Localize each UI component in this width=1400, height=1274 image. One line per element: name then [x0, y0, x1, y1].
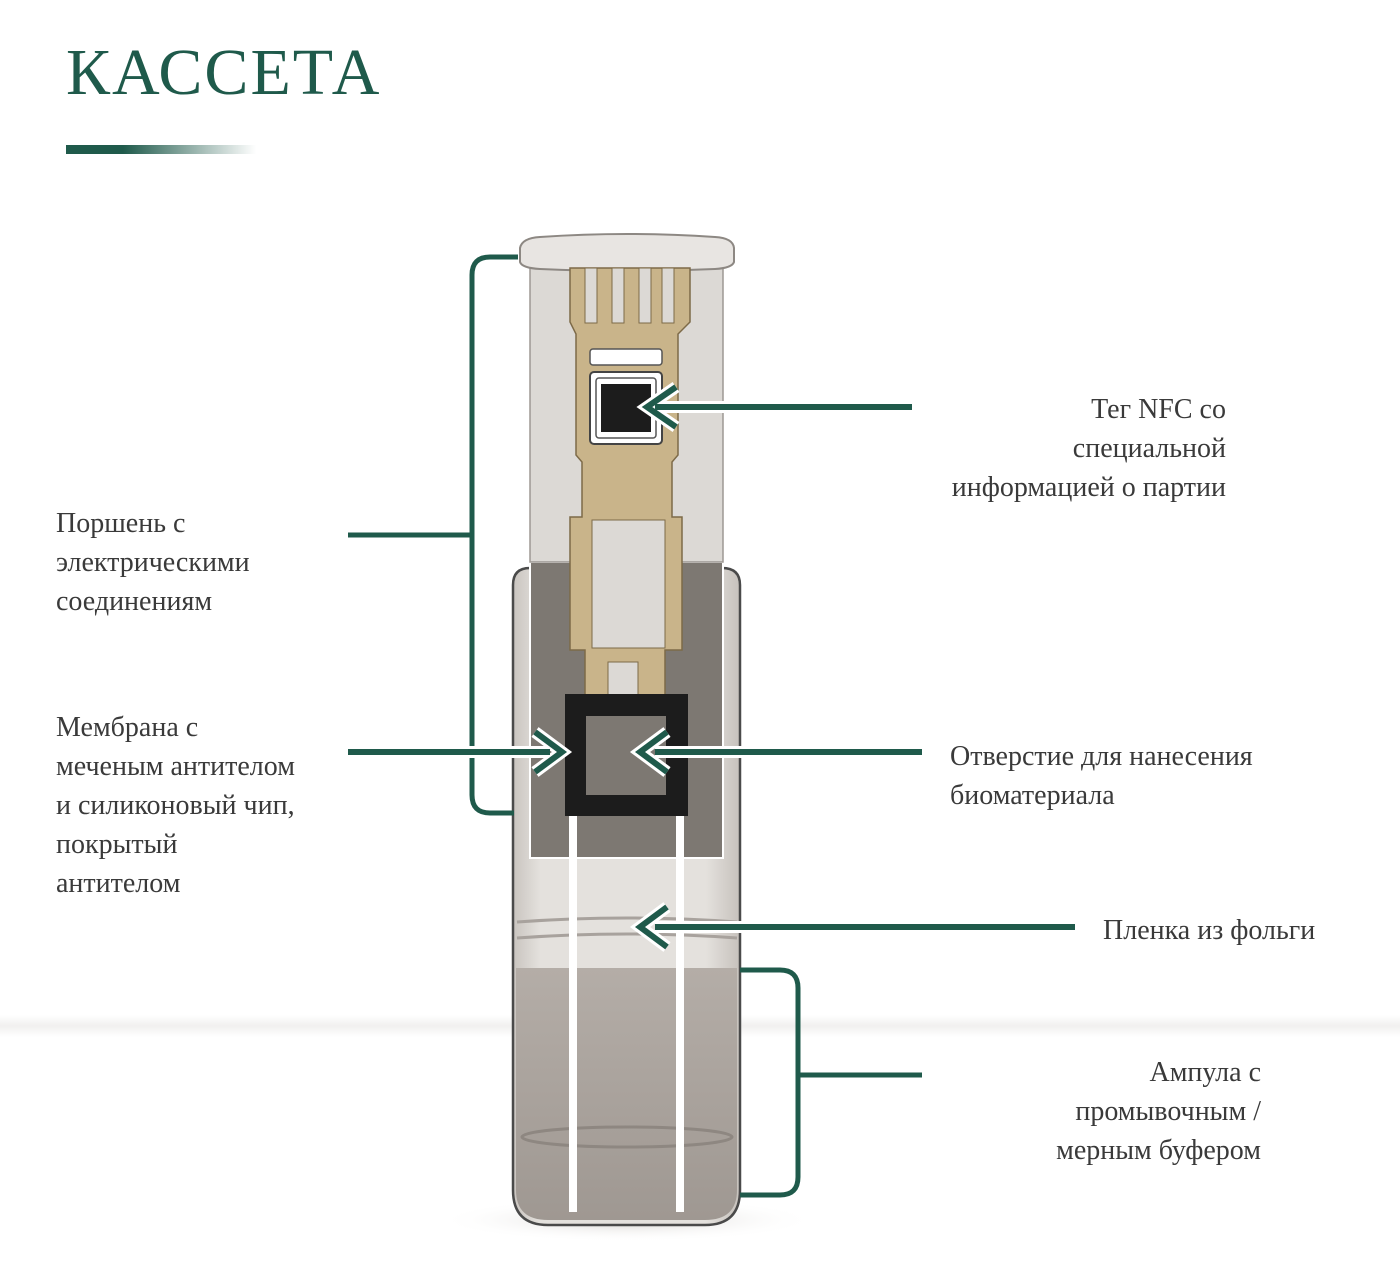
- ampoule-bracket: [740, 967, 801, 1198]
- foil-line-upper: [516, 916, 738, 924]
- nfc-strip: [589, 348, 663, 366]
- contact-window: [591, 519, 666, 649]
- label-membrane: Мембрана с меченым антителом и силиконов…: [56, 712, 295, 899]
- page-title: КАССЕТА: [66, 36, 382, 109]
- contact-slot: [611, 267, 625, 324]
- contact-gap: [607, 661, 639, 697]
- label-foil: Пленка из фольги: [1103, 915, 1316, 946]
- contact-slot: [661, 267, 675, 324]
- foil-arrow: [629, 902, 1075, 952]
- ampoule-liquid: [516, 968, 737, 1220]
- foil-line-lower: [516, 932, 738, 940]
- piston-bracket: [469, 254, 518, 816]
- ampoule-bottom-ring: [520, 1125, 734, 1149]
- contact-slot: [584, 267, 598, 324]
- contact-slot: [638, 267, 652, 324]
- nfc-arrow: [636, 382, 912, 432]
- label-sample-opening: Отверстие для нанесения биоматериала: [950, 741, 1253, 811]
- opening-arrow: [629, 727, 922, 777]
- label-piston: Поршень с электрическими соединениям: [56, 508, 250, 617]
- label-ampoule: Ампула с промывочным / мерным буфером: [1056, 1057, 1261, 1166]
- label-nfc-tag: Тег NFC со специальной информацией о пар…: [951, 394, 1226, 503]
- membrane-arrow: [348, 727, 573, 777]
- plunger-cap: [519, 233, 735, 272]
- title-underline: [66, 145, 256, 154]
